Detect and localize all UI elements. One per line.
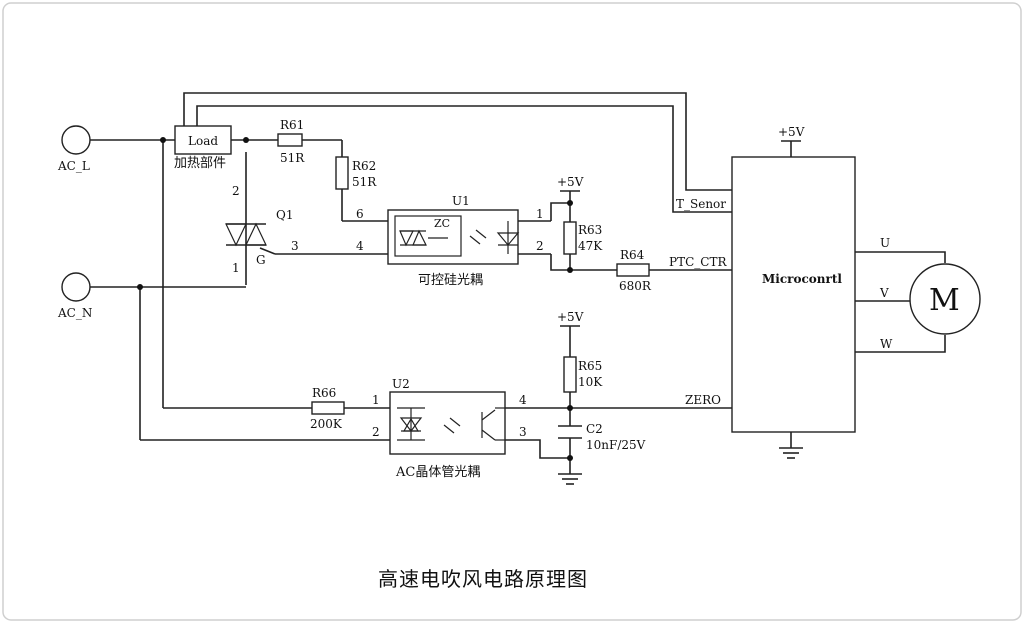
microcontroller-box xyxy=(731,156,856,433)
r66-value: 200K xyxy=(310,417,343,431)
vcc-top-label: +5V xyxy=(557,175,584,189)
q1-label: Q1 xyxy=(276,208,293,222)
c2-value: 10nF/25V xyxy=(586,438,646,452)
load-label: Load xyxy=(188,134,218,148)
u1-pin2: 2 xyxy=(536,239,544,253)
u2-optocoupler xyxy=(389,391,506,455)
u2-led-symbol xyxy=(397,407,461,441)
u2-pin1: 1 xyxy=(372,393,380,407)
motor-icon xyxy=(909,263,981,335)
u1-label: U1 xyxy=(452,194,470,208)
ac-l-label: AC_L xyxy=(57,159,90,173)
junction-dots xyxy=(137,137,573,461)
u1-zc-label: ZC xyxy=(434,217,450,230)
v-phase-label: V xyxy=(879,286,889,300)
c2-capacitor xyxy=(558,425,582,439)
u2-description: AC晶体管光耦 xyxy=(395,465,480,480)
u1-pin1: 1 xyxy=(536,207,544,221)
r64-value: 680R xyxy=(619,279,652,293)
u2-pin3: 3 xyxy=(519,425,527,439)
ac-n-terminal xyxy=(61,272,91,302)
u2-pin2: 2 xyxy=(372,425,380,439)
ptc-ctr-label: PTC_CTR xyxy=(669,255,727,269)
diagram-caption: 高速电吹风电路原理图 xyxy=(378,567,588,591)
load-box xyxy=(174,125,232,155)
q1-triac xyxy=(225,222,267,247)
u1-pin6: 6 xyxy=(356,207,364,221)
r62-label: R62 xyxy=(352,159,376,173)
c2-ground-icon xyxy=(558,473,582,485)
r66-label: R66 xyxy=(312,386,336,400)
mcu-ground-icon xyxy=(779,447,803,459)
u2-pin4: 4 xyxy=(519,393,527,407)
vcc-mcu-label: +5V xyxy=(778,125,805,139)
r61-resistor xyxy=(277,133,303,147)
ac-l-terminal xyxy=(61,125,91,155)
q1-pin3: 3 xyxy=(291,239,299,253)
r64-label: R64 xyxy=(620,248,645,262)
heater-label: 加热部件 xyxy=(174,156,226,171)
t-senor-label: T_Senor xyxy=(676,197,726,211)
w-phase-label: W xyxy=(880,337,893,351)
r65-label: R65 xyxy=(578,359,602,373)
vcc-r65-label: +5V xyxy=(557,310,584,324)
r65-value: 10K xyxy=(578,375,603,389)
r66-resistor xyxy=(311,401,345,415)
mcu-label: Microconrtl xyxy=(762,272,842,286)
motor-label: M xyxy=(929,283,960,318)
u1-led-symbol xyxy=(469,221,520,254)
r63-label: R63 xyxy=(578,223,602,237)
zero-label: ZERO xyxy=(685,393,721,407)
u1-pin4: 4 xyxy=(356,239,364,253)
r64-resistor xyxy=(616,263,650,277)
u1-triac-symbol xyxy=(399,229,448,247)
c2-label: C2 xyxy=(586,422,603,436)
q1-pin1: 1 xyxy=(232,261,240,275)
u1-description: 可控硅光耦 xyxy=(418,273,483,288)
r61-label: R61 xyxy=(280,118,304,132)
u2-transistor-symbol xyxy=(481,407,505,441)
q1-gate-label: G xyxy=(256,253,266,267)
r61-value: 51R xyxy=(280,151,305,165)
r63-resistor xyxy=(563,221,577,255)
q1-pin2: 2 xyxy=(232,184,240,198)
ac-n-label: AC_N xyxy=(57,306,92,320)
r62-value: 51R xyxy=(352,175,377,189)
u2-label: U2 xyxy=(392,377,410,391)
u-phase-label: U xyxy=(880,236,890,250)
r63-value: 47K xyxy=(578,239,603,253)
r65-resistor xyxy=(563,356,577,393)
r62-resistor xyxy=(335,156,349,190)
u1-inner-box xyxy=(394,215,462,257)
